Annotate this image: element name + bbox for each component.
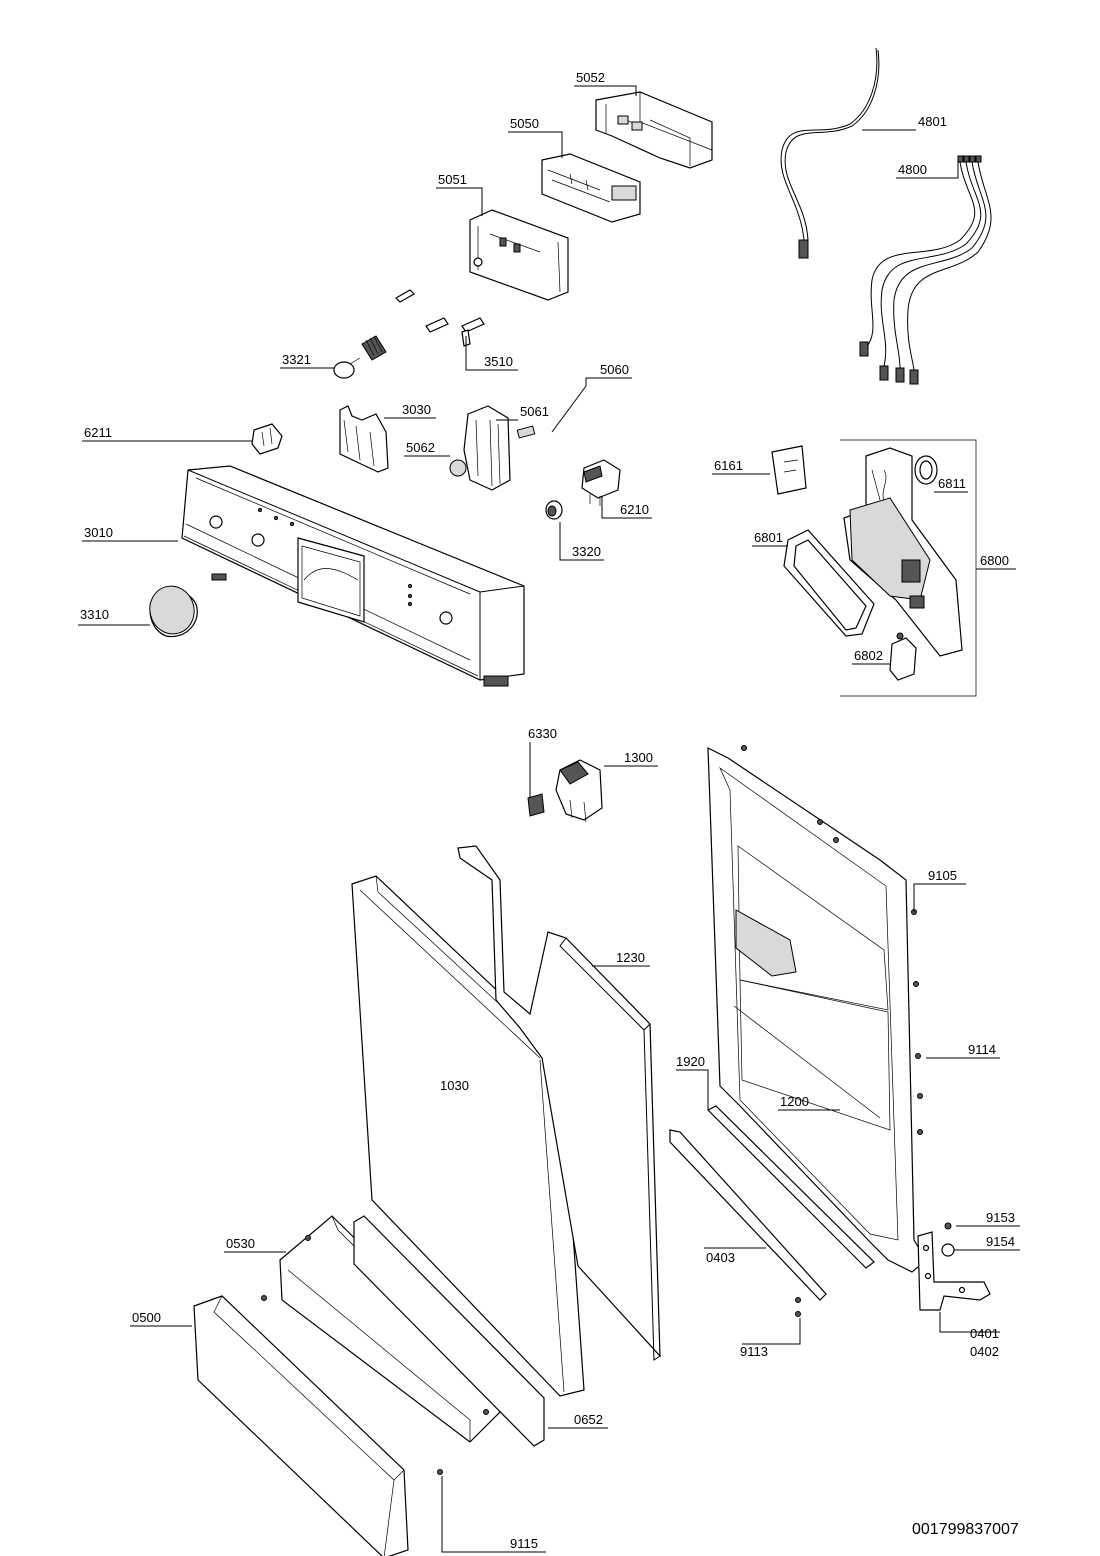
kickplate-screws xyxy=(261,1295,489,1475)
label-6801: 6801 xyxy=(754,530,783,545)
label-5052: 5052 xyxy=(576,70,605,85)
label-1200: 1200 xyxy=(780,1094,809,1109)
label-5062: 5062 xyxy=(406,440,435,455)
part-6800-frame xyxy=(840,439,977,697)
part-1300-lock xyxy=(555,759,603,823)
label-1920: 1920 xyxy=(676,1054,705,1069)
label-9153: 9153 xyxy=(986,1210,1015,1225)
part-3010-control-panel xyxy=(181,465,525,687)
part-6210-switch xyxy=(581,459,621,506)
part-5062-knob xyxy=(449,459,467,477)
label-0401: 0401 xyxy=(970,1326,999,1341)
label-0403: 0403 xyxy=(706,1250,735,1265)
leader-lines xyxy=(78,85,1020,1553)
label-0652: 0652 xyxy=(574,1412,603,1427)
label-1030: 1030 xyxy=(440,1078,469,1093)
part-pin xyxy=(395,289,415,303)
label-0530: 0530 xyxy=(226,1236,255,1251)
label-6210: 6210 xyxy=(620,502,649,517)
label-3030: 3030 xyxy=(402,402,431,417)
label-6800: 6800 xyxy=(980,553,1009,568)
part-0652-strip xyxy=(353,1215,545,1447)
part-1030-outer-panel xyxy=(351,875,585,1397)
part-3030-bracket xyxy=(339,405,389,473)
label-6811: 6811 xyxy=(938,476,966,491)
label-5051: 5051 xyxy=(438,172,467,187)
label-0500: 0500 xyxy=(132,1310,161,1325)
label-5060: 5060 xyxy=(600,362,629,377)
part-labels: 5052 5050 5051 4801 4800 3321 3510 5060 … xyxy=(80,70,1019,1551)
part-0530-bracket xyxy=(279,1215,517,1443)
label-3321: 3321 xyxy=(282,352,311,367)
part-1230-insulation xyxy=(457,845,661,1361)
label-9154: 9154 xyxy=(986,1234,1015,1249)
label-5050: 5050 xyxy=(510,116,539,131)
part-3310-knob xyxy=(149,585,198,638)
part-6161-cover xyxy=(771,445,807,495)
document-number: 001799837007 xyxy=(912,1521,1019,1538)
label-9115: 9115 xyxy=(510,1536,538,1551)
part-6800-dispenser xyxy=(843,447,963,657)
part-6330-sensor xyxy=(527,793,545,817)
part-5052-housing xyxy=(595,91,713,169)
label-6161: 6161 xyxy=(714,458,743,473)
label-9114: 9114 xyxy=(968,1042,996,1057)
part-4801-wire xyxy=(780,47,880,259)
part-4800-harness xyxy=(859,155,992,385)
label-4801: 4801 xyxy=(918,114,947,129)
part-0401-hinge xyxy=(917,1231,991,1311)
label-3320: 3320 xyxy=(572,544,601,559)
part-3320-button xyxy=(545,500,563,520)
part-6811-seal xyxy=(914,455,938,485)
label-6330: 6330 xyxy=(528,726,557,741)
part-6802-valve xyxy=(889,632,917,681)
part-3321-button xyxy=(333,335,387,379)
part-9153-screw xyxy=(944,1222,952,1230)
label-5061: 5061 xyxy=(520,404,549,419)
part-6211-switch xyxy=(251,423,283,455)
label-9113: 9113 xyxy=(740,1344,768,1359)
part-5050-board xyxy=(541,153,641,223)
part-0403-seal xyxy=(669,1129,827,1301)
label-3310: 3310 xyxy=(80,607,109,622)
label-3010: 3010 xyxy=(84,525,113,540)
label-6211: 6211 xyxy=(84,425,112,440)
label-3510: 3510 xyxy=(484,354,513,369)
label-9105: 9105 xyxy=(928,868,957,883)
part-1200-inner-door xyxy=(707,747,927,1273)
label-1300: 1300 xyxy=(624,750,653,765)
label-1230: 1230 xyxy=(616,950,645,965)
part-3510-clips xyxy=(425,317,485,347)
label-4800: 4800 xyxy=(898,162,927,177)
part-5061-relay xyxy=(463,405,536,491)
part-9154-washer xyxy=(941,1243,955,1257)
part-0500-kickplate xyxy=(193,1295,409,1556)
part-5051-board xyxy=(469,209,569,301)
part-6801-gasket xyxy=(783,529,875,637)
label-6802: 6802 xyxy=(854,648,883,663)
door-screws xyxy=(741,745,923,1317)
label-0402: 0402 xyxy=(970,1344,999,1359)
part-1920-strip xyxy=(706,1105,875,1269)
